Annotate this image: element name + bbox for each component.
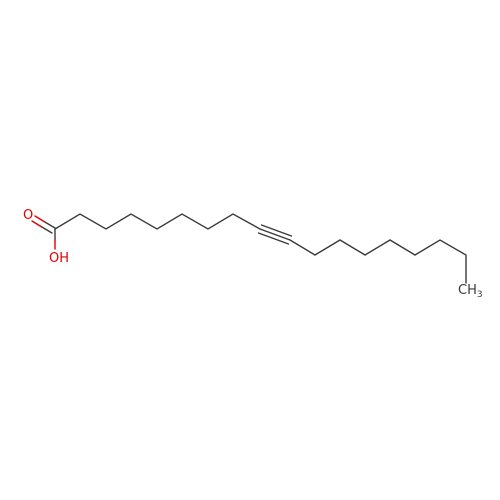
carbon-chain-right: [289, 239, 467, 284]
methyl-group: CH3: [458, 283, 483, 300]
triple-bond-line-2: [260, 224, 293, 237]
methyl-label-main: CH: [458, 283, 477, 298]
bond-carbonyl-c-half-b: [40, 225, 53, 234]
triple-bond-line-1: [259, 228, 291, 241]
triple-bond: [257, 224, 293, 245]
bond-carbonyl-c-half-a: [43, 220, 56, 229]
triple-bond-line-3: [257, 232, 290, 245]
methyl-label-subscript: 3: [477, 290, 483, 300]
bond-carbonyl-o-half-a: [34, 215, 45, 223]
carbonyl-oxygen-label: O: [23, 208, 33, 223]
carboxyl-group: O OH: [23, 208, 69, 266]
methyl-label: CH3: [458, 283, 483, 300]
bond-carbonyl-o-half-b: [31, 220, 42, 228]
hydroxyl-label: OH: [49, 251, 69, 266]
carbon-chain-left: [54, 213, 261, 230]
